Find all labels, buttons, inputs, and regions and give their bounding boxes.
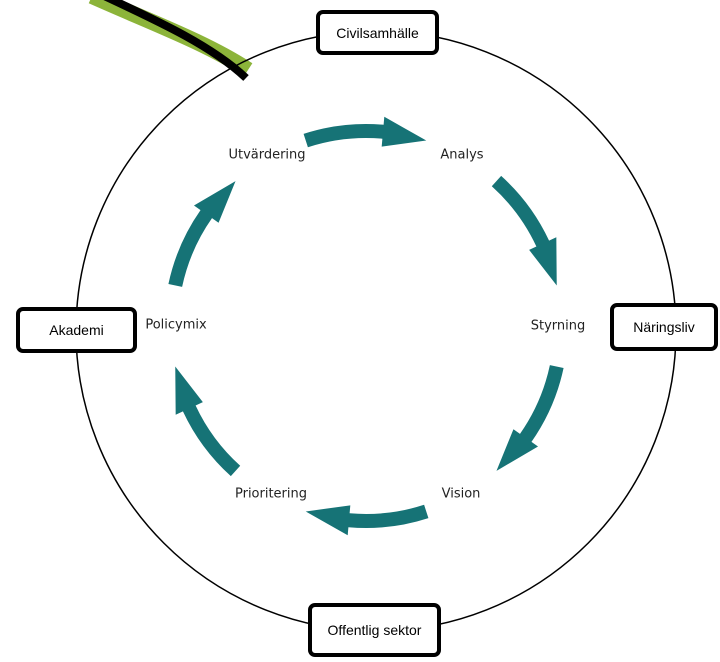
- stakeholder-label-naringsliv: Näringsliv: [633, 319, 695, 335]
- cycle-arrows: [168, 116, 564, 536]
- step-label-vision: Vision: [441, 486, 481, 502]
- cycle-arrow-vision-to-prioritering: [305, 504, 429, 536]
- stakeholder-label-offentlig-sektor: Offentlig sektor: [327, 622, 422, 638]
- step-label-analys: Analys: [440, 147, 484, 163]
- cycle-arrow-utvardering-to-analys: [303, 116, 427, 148]
- stakeholder-label-akademi: Akademi: [49, 322, 104, 338]
- cycle-arrow-prioritering-to-policymix: [175, 366, 241, 477]
- stakeholder-label-civilsamhalle: Civilsamhälle: [336, 24, 419, 41]
- cycle-arrow-styrning-to-vision: [496, 365, 564, 471]
- step-label-policymix: Policymix: [145, 317, 207, 333]
- cycle-arrow-policymix-to-utvardering: [168, 181, 236, 287]
- decorative-swoosh: [88, 0, 253, 81]
- stakeholder-box-left: Akademi: [16, 307, 137, 353]
- step-label-prioritering: Prioritering: [234, 486, 308, 502]
- step-label-utvardering: Utvärdering: [228, 147, 306, 163]
- step-label-styrning: Styrning: [530, 318, 586, 334]
- stakeholder-box-right: Näringsliv: [610, 303, 718, 351]
- stakeholder-box-bottom: Offentlig sektor: [308, 603, 441, 657]
- cycle-arrow-analys-to-styrning: [491, 175, 557, 286]
- stakeholder-box-top: Civilsamhälle: [316, 10, 439, 55]
